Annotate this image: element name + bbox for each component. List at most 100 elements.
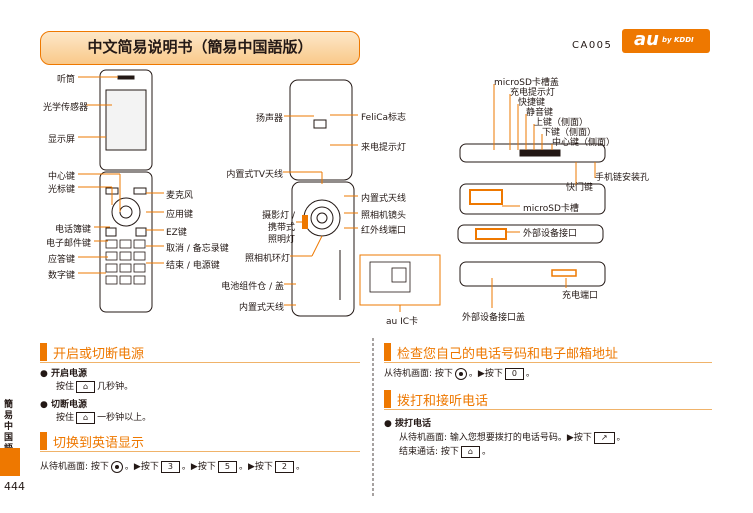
- brand-logo: au by KDDI: [622, 29, 710, 53]
- label-number-keys: 数字键: [47, 271, 75, 281]
- label-ext-port-cover: 外部设备接口盖: [462, 313, 526, 323]
- label-shutter-key: 快门键: [566, 183, 594, 193]
- section-marker: [40, 432, 47, 450]
- label-shortcut-key: 快捷键: [518, 98, 546, 108]
- center-key-icon: [454, 367, 467, 380]
- check-mid: 。▶按下: [468, 369, 503, 379]
- label-silent-key: 静音键: [526, 108, 554, 118]
- ic-card-inset: [359, 254, 441, 312]
- sidebar-label: 簡易中国語: [4, 400, 14, 454]
- sidebar-tab: [0, 448, 20, 476]
- calling-sub-title-text: 拨打电话: [395, 419, 432, 429]
- page-number: 444: [4, 480, 25, 493]
- title-box: [40, 31, 360, 65]
- label-phonebook-key: 电话簿键: [54, 225, 91, 235]
- calling-line1-pre: 从待机画面: 输入您想要拨打的电话号码。▶按下: [399, 433, 592, 443]
- page-title: 中文简易说明书（簡易中国語版）: [87, 38, 313, 56]
- label-microphone: 麦克风: [166, 191, 194, 201]
- power-on-title-text: 开启电源: [51, 369, 88, 379]
- label-au-ic-card: au IC卡: [386, 317, 419, 327]
- label-microsd-cover: microSD卡槽盖: [494, 78, 559, 88]
- power-off-text: 按住⌂一秒钟以上。: [56, 410, 151, 424]
- label-battery-cover: 电池组件仓 / 盖: [221, 282, 284, 292]
- section-english-heading: 切换到英语显示: [40, 432, 360, 452]
- label-end-power-key: 结束 / 电源键: [166, 261, 220, 271]
- calling-line2-pre: 结束通话: 按下: [399, 447, 459, 457]
- label-camera-ring-light: 照相机环灯: [244, 254, 290, 264]
- front-phone-illustration: [99, 69, 153, 313]
- calling-line1: 从待机画面: 输入您想要拨打的电话号码。▶按下↗。: [399, 430, 626, 444]
- section-power-title: 开启或切断电源: [53, 347, 145, 362]
- section-check-title: 检查您自己的电话号码和电子邮箱地址: [397, 347, 619, 362]
- section-calling-title: 拨打和接听电话: [397, 394, 489, 409]
- power-off-title: ● 切断电源: [40, 400, 88, 410]
- label-ez-key: EZ键: [166, 228, 187, 238]
- calling-line2: 结束通话: 按下⌂。: [399, 444, 491, 458]
- check-pre: 从待机画面: 按下: [384, 369, 453, 379]
- section-power-heading: 开启或切断电源: [40, 343, 360, 363]
- label-email-key: 电子邮件键: [45, 239, 91, 249]
- brand-au-text: au: [634, 29, 659, 50]
- label-charge-light: 充电提示灯: [510, 88, 556, 98]
- center-key-icon: [110, 460, 123, 473]
- label-tv-antenna: 内置式TV天线: [226, 170, 283, 180]
- power-on-text: 按住⌂几秒钟。: [56, 379, 133, 393]
- power-on-post: 几秒钟。: [97, 382, 134, 392]
- label-ir-port: 红外线端口: [361, 226, 407, 236]
- power-off-pre: 按住: [56, 413, 75, 423]
- power-on-pre: 按住: [56, 382, 75, 392]
- label-speaker: 扬声器: [255, 114, 283, 124]
- label-strap-hole: 手机链安装孔: [595, 173, 650, 183]
- english-pre: 从待机画面: 按下: [40, 462, 109, 472]
- english-step2: 。▶按下: [181, 462, 216, 472]
- label-cancel-memo-key: 取消 / 备忘录键: [166, 244, 229, 254]
- key-5: 5: [217, 460, 237, 473]
- end-key-icon: ⌂: [76, 411, 96, 424]
- check-end: 。: [525, 369, 535, 379]
- key-2: 2: [274, 460, 294, 473]
- label-internal-antenna: 内置式天线: [361, 194, 407, 204]
- brand-sub-text: by KDDI: [662, 36, 694, 44]
- label-up-key: 上键（侧面）: [534, 118, 589, 128]
- power-off-title-text: 切断电源: [51, 400, 88, 410]
- label-ext-port: 外部设备接口: [523, 229, 578, 239]
- english-step3: 。▶按下: [238, 462, 273, 472]
- label-incoming-light: 来电提示灯: [361, 143, 407, 153]
- label-camera-lens: 照相机镜头: [361, 211, 407, 221]
- back-leader-lines: [283, 114, 358, 306]
- label-answer-key: 应答键: [47, 255, 75, 265]
- section-marker: [384, 343, 391, 361]
- section-marker: [384, 390, 391, 408]
- model-name: CA005: [572, 40, 613, 51]
- end-key-icon: ⌂: [76, 380, 96, 393]
- section-check-heading: 检查您自己的电话号码和电子邮箱地址: [384, 343, 712, 363]
- label-microsd-slot: microSD卡槽: [523, 204, 579, 214]
- section-english-title: 切换到英语显示: [53, 436, 145, 451]
- label-photo-light: 摄影灯 / 携带式 照明灯: [262, 211, 295, 245]
- side-leader-lines: [491, 84, 596, 308]
- label-down-key: 下键（侧面）: [542, 128, 597, 138]
- label-center-side-key: 中心键（侧面）: [552, 138, 616, 148]
- front-leader-lines: [78, 76, 164, 274]
- calling-sub-title: ● 拨打电话: [384, 419, 432, 429]
- section-calling-heading: 拨打和接听电话: [384, 390, 712, 410]
- calling-line1-end: 。: [616, 433, 626, 443]
- label-cursor-key: 光标键: [47, 185, 75, 195]
- label-felica: FeliCa标志: [361, 113, 407, 123]
- label-display: 显示屏: [47, 135, 75, 145]
- power-on-title: ● 开启电源: [40, 369, 88, 379]
- section-marker: [40, 343, 47, 361]
- power-off-post: 一秒钟以上。: [97, 413, 152, 423]
- label-center-key: 中心键: [47, 172, 75, 182]
- english-end: 。: [295, 462, 305, 472]
- label-app-key: 应用键: [166, 210, 194, 220]
- english-step1: 。▶按下: [124, 462, 159, 472]
- label-charge-terminal: 充电端口: [562, 291, 599, 301]
- label-light-sensor: 光学传感器: [42, 103, 88, 113]
- end-key-icon: ⌂: [460, 445, 480, 458]
- side-phone-illustration: [457, 143, 606, 287]
- call-key-icon: ↗: [593, 431, 615, 444]
